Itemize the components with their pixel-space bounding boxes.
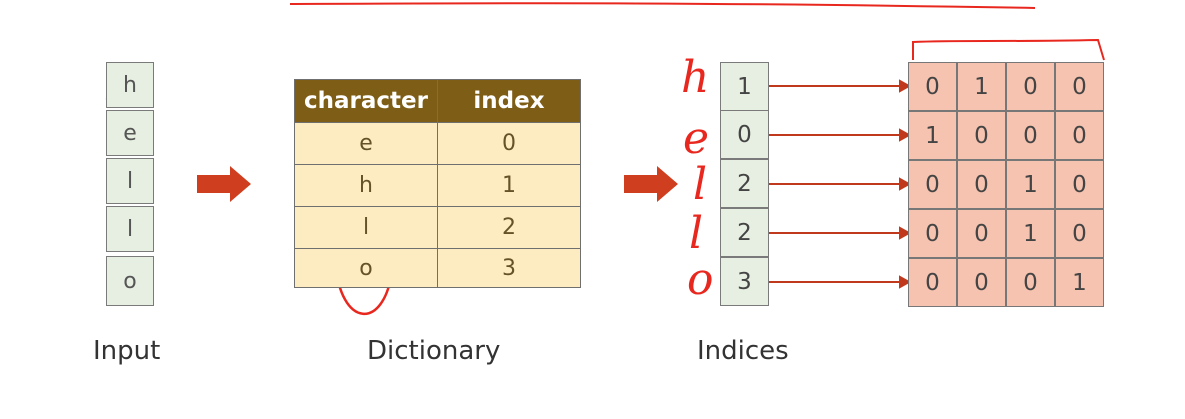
dictionary-label: Dictionary [367, 336, 501, 366]
dictionary-index-cell: 3 [438, 248, 580, 287]
index-value-cell: 3 [720, 257, 769, 306]
indices-label: Indices [697, 336, 789, 366]
onehot-cell: 0 [1006, 258, 1055, 307]
handwritten-letter: l [689, 208, 704, 259]
onehot-cell: 0 [1055, 209, 1104, 258]
index-value-cell: 1 [720, 62, 769, 111]
onehot-cell: 1 [908, 111, 957, 160]
onehot-cell: 0 [1006, 111, 1055, 160]
input-char-cell: h [106, 62, 154, 108]
handwritten-letter: h [681, 52, 710, 103]
dictionary-column-divider [437, 80, 438, 287]
dictionary-character-cell: o [295, 248, 437, 287]
input-char-cell: l [106, 158, 154, 204]
dictionary-index-cell: 1 [438, 164, 580, 206]
dictionary-character-cell: l [295, 206, 437, 248]
onehot-cell: 0 [908, 160, 957, 209]
onehot-cell: 0 [1006, 62, 1055, 111]
index-value-cell: 0 [720, 110, 769, 159]
handwritten-letter: l [693, 159, 708, 210]
onehot-cell: 0 [957, 111, 1006, 160]
input-label: Input [93, 336, 161, 366]
onehot-cell: 0 [908, 258, 957, 307]
dictionary-header-character: character [295, 80, 437, 122]
dictionary-table: character index e 0 h 1 l 2 o 3 [294, 79, 581, 288]
index-value-cell: 2 [720, 159, 769, 208]
matrix-bracket-annotation [912, 38, 1105, 61]
dictionary-character-cell: h [295, 164, 437, 206]
onehot-cell: 0 [908, 62, 957, 111]
handwritten-letter: e [683, 113, 710, 164]
onehot-cell: 0 [908, 209, 957, 258]
index-value-cell: 2 [720, 208, 769, 257]
onehot-cell: 1 [1055, 258, 1104, 307]
input-char-cell: e [106, 110, 154, 156]
top-annotation-line [289, 2, 1036, 9]
handwritten-letter: o [687, 254, 714, 305]
index-to-onehot-arrows [769, 79, 912, 289]
onehot-cell: 1 [957, 62, 1006, 111]
onehot-cell: 0 [1055, 111, 1104, 160]
onehot-cell: 0 [957, 209, 1006, 258]
onehot-cell: 1 [1006, 209, 1055, 258]
input-char-cell: l [106, 206, 154, 252]
onehot-cell: 0 [957, 160, 1006, 209]
input-char-cell: o [106, 256, 154, 306]
onehot-cell: 0 [957, 258, 1006, 307]
input-to-dictionary-arrow [197, 166, 251, 202]
dictionary-index-cell: 0 [438, 122, 580, 164]
dictionary-index-cell: 2 [438, 206, 580, 248]
dictionary-character-cell: e [295, 122, 437, 164]
onehot-cell: 0 [1055, 62, 1104, 111]
onehot-cell: 0 [1055, 160, 1104, 209]
onehot-cell: 1 [1006, 160, 1055, 209]
dictionary-header-index: index [438, 80, 580, 122]
dictionary-to-indices-arrow [624, 166, 678, 202]
